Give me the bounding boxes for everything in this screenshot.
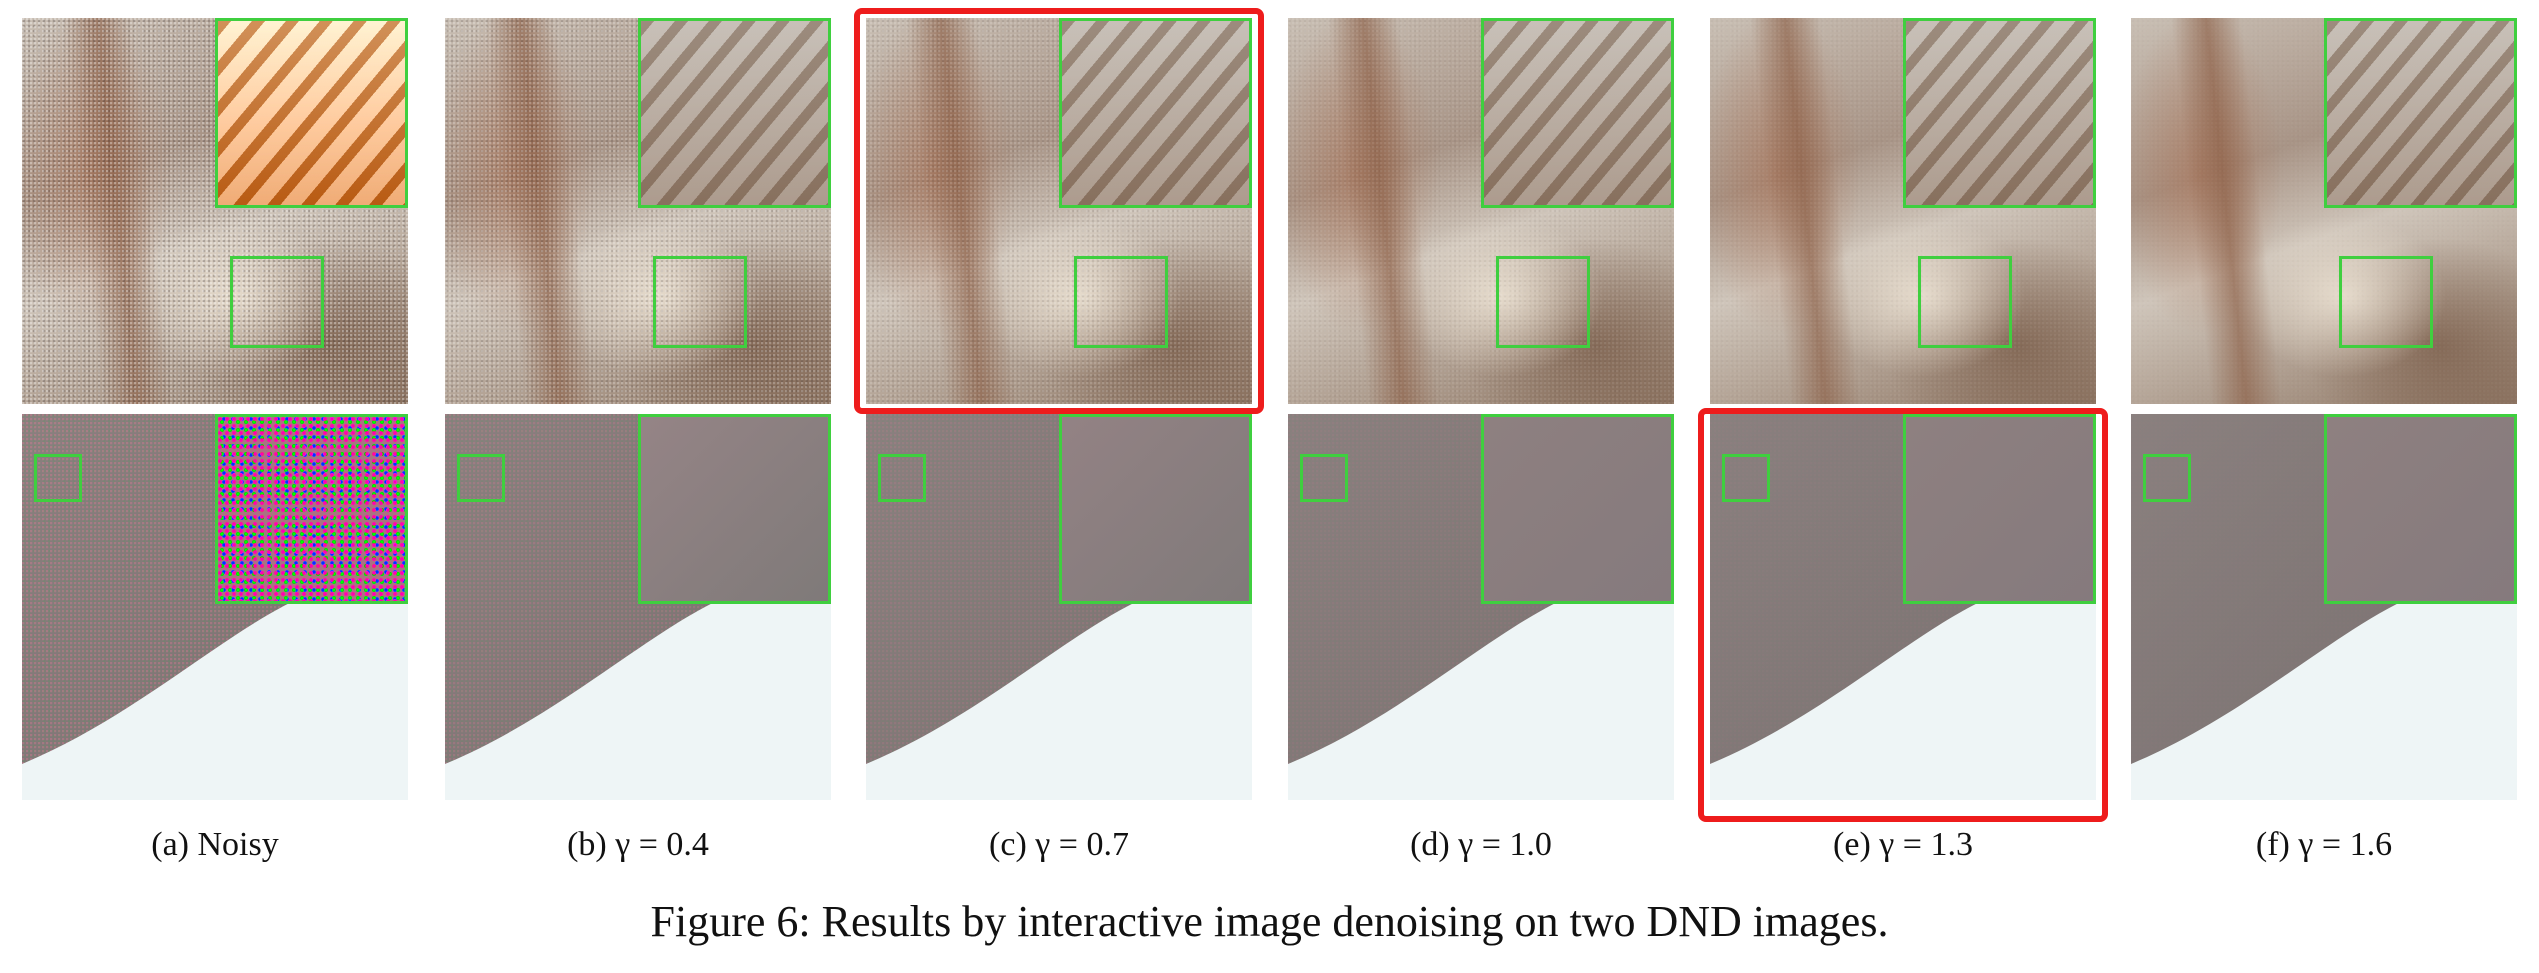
noisy-image-1 bbox=[22, 18, 408, 404]
zoom-inset bbox=[1059, 414, 1252, 604]
denoised-image-1-gamma-0.4 bbox=[445, 18, 831, 404]
panel-caption-b: (b) γ = 0.4 bbox=[567, 826, 709, 863]
zoom-region-box bbox=[1300, 454, 1348, 502]
zoom-region-box bbox=[2339, 256, 2433, 348]
panel-caption-e: (e) γ = 1.3 bbox=[1833, 826, 1973, 863]
zoom-region-box bbox=[1496, 256, 1590, 348]
best-result-highlight-top bbox=[854, 8, 1264, 414]
zoom-inset bbox=[215, 414, 408, 604]
zoom-inset bbox=[638, 414, 831, 604]
zoom-region-box bbox=[34, 454, 82, 502]
zoom-region-box bbox=[2143, 454, 2191, 502]
zoom-inset bbox=[215, 18, 408, 208]
zoom-inset bbox=[2324, 414, 2517, 604]
panel-caption-f: (f) γ = 1.6 bbox=[2255, 826, 2393, 863]
zoom-region-box bbox=[878, 454, 926, 502]
zoom-inset bbox=[1903, 414, 2096, 604]
zoom-inset bbox=[1903, 18, 2096, 208]
figure-caption: Figure 6: Results by interactive image d… bbox=[650, 897, 1889, 946]
denoised-image-1-gamma-1.6 bbox=[2131, 18, 2517, 404]
zoom-region-box bbox=[653, 256, 747, 348]
zoom-region-box bbox=[457, 454, 505, 502]
panel-caption-a: (a) Noisy bbox=[151, 826, 279, 863]
denoised-image-1-gamma-1.3 bbox=[1710, 18, 2096, 404]
noisy-image-2 bbox=[22, 414, 408, 800]
denoised-image-2-gamma-0.7 bbox=[866, 414, 1252, 800]
zoom-inset bbox=[2324, 18, 2517, 208]
zoom-inset bbox=[1481, 18, 1674, 208]
denoised-image-1-gamma-0.7 bbox=[866, 18, 1252, 404]
denoised-image-2-gamma-1.0 bbox=[1288, 414, 1674, 800]
zoom-inset bbox=[1059, 18, 1252, 208]
zoom-region-box bbox=[1074, 256, 1168, 348]
panel-caption-c: (c) γ = 0.7 bbox=[989, 826, 1129, 863]
best-result-highlight-bottom bbox=[1698, 408, 2108, 822]
denoised-image-2-gamma-1.6 bbox=[2131, 414, 2517, 800]
denoised-image-2-gamma-0.4 bbox=[445, 414, 831, 800]
panel-caption-d: (d) γ = 1.0 bbox=[1410, 826, 1552, 863]
denoised-image-2-gamma-1.3 bbox=[1710, 414, 2096, 800]
zoom-inset bbox=[638, 18, 831, 208]
zoom-region-box bbox=[1918, 256, 2012, 348]
zoom-region-box bbox=[230, 256, 324, 348]
zoom-region-box bbox=[1722, 454, 1770, 502]
denoised-image-1-gamma-1.0 bbox=[1288, 18, 1674, 404]
zoom-inset bbox=[1481, 414, 1674, 604]
